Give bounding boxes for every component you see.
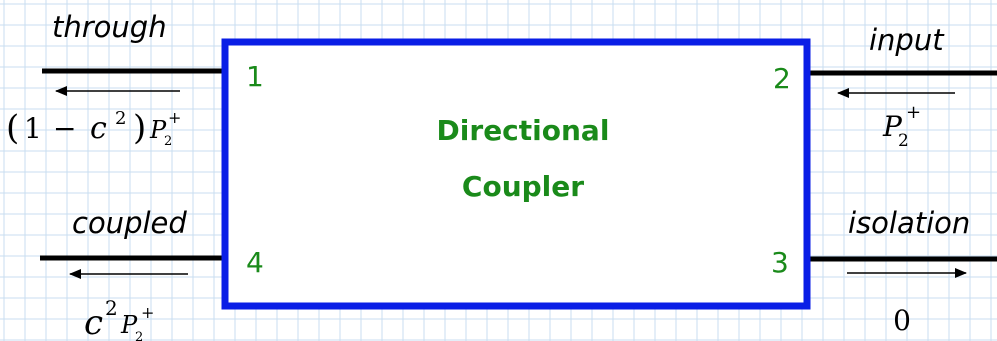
through-close-paren: ): [133, 108, 146, 148]
through-one: 1: [24, 112, 42, 145]
block-title-line-1: Directional: [437, 114, 610, 147]
isolation-power-value: 0: [893, 304, 911, 337]
through-p-sub: 2: [164, 134, 172, 149]
through-c-exponent: 2: [115, 108, 126, 129]
input-p: P: [882, 110, 903, 143]
port-2-number: 2: [773, 62, 791, 95]
through-open-paren: (: [6, 108, 19, 148]
coupled-power-expression: c 2 P 2 +: [84, 296, 154, 341]
coupled-p-sup: +: [141, 303, 154, 322]
through-p-sup: +: [168, 108, 181, 127]
coupled-p: P: [120, 311, 138, 339]
port-3-name: isolation: [848, 206, 970, 240]
through-p: P: [149, 116, 167, 144]
coupled-p-sub: 2: [135, 330, 143, 341]
through-minus: −: [53, 112, 76, 145]
coupled-c: c: [84, 303, 103, 341]
port-4-name: coupled: [72, 206, 187, 240]
input-power-expression: P 2 +: [882, 102, 921, 151]
port-2-name: input: [869, 23, 945, 57]
port-1-number: 1: [246, 60, 264, 93]
coupled-c-exponent: 2: [105, 296, 118, 320]
through-power-expression: ( 1 − c 2 ) P 2 +: [6, 108, 181, 149]
input-p-sup: +: [906, 102, 921, 123]
input-p-sub: 2: [898, 131, 909, 151]
block-title-line-2: Coupler: [462, 170, 584, 203]
through-c: c: [90, 111, 107, 146]
coupler-block: [221, 38, 811, 310]
port-4-number: 4: [246, 246, 264, 279]
port-1-name: through: [52, 10, 167, 44]
port-3-number: 3: [771, 246, 789, 279]
